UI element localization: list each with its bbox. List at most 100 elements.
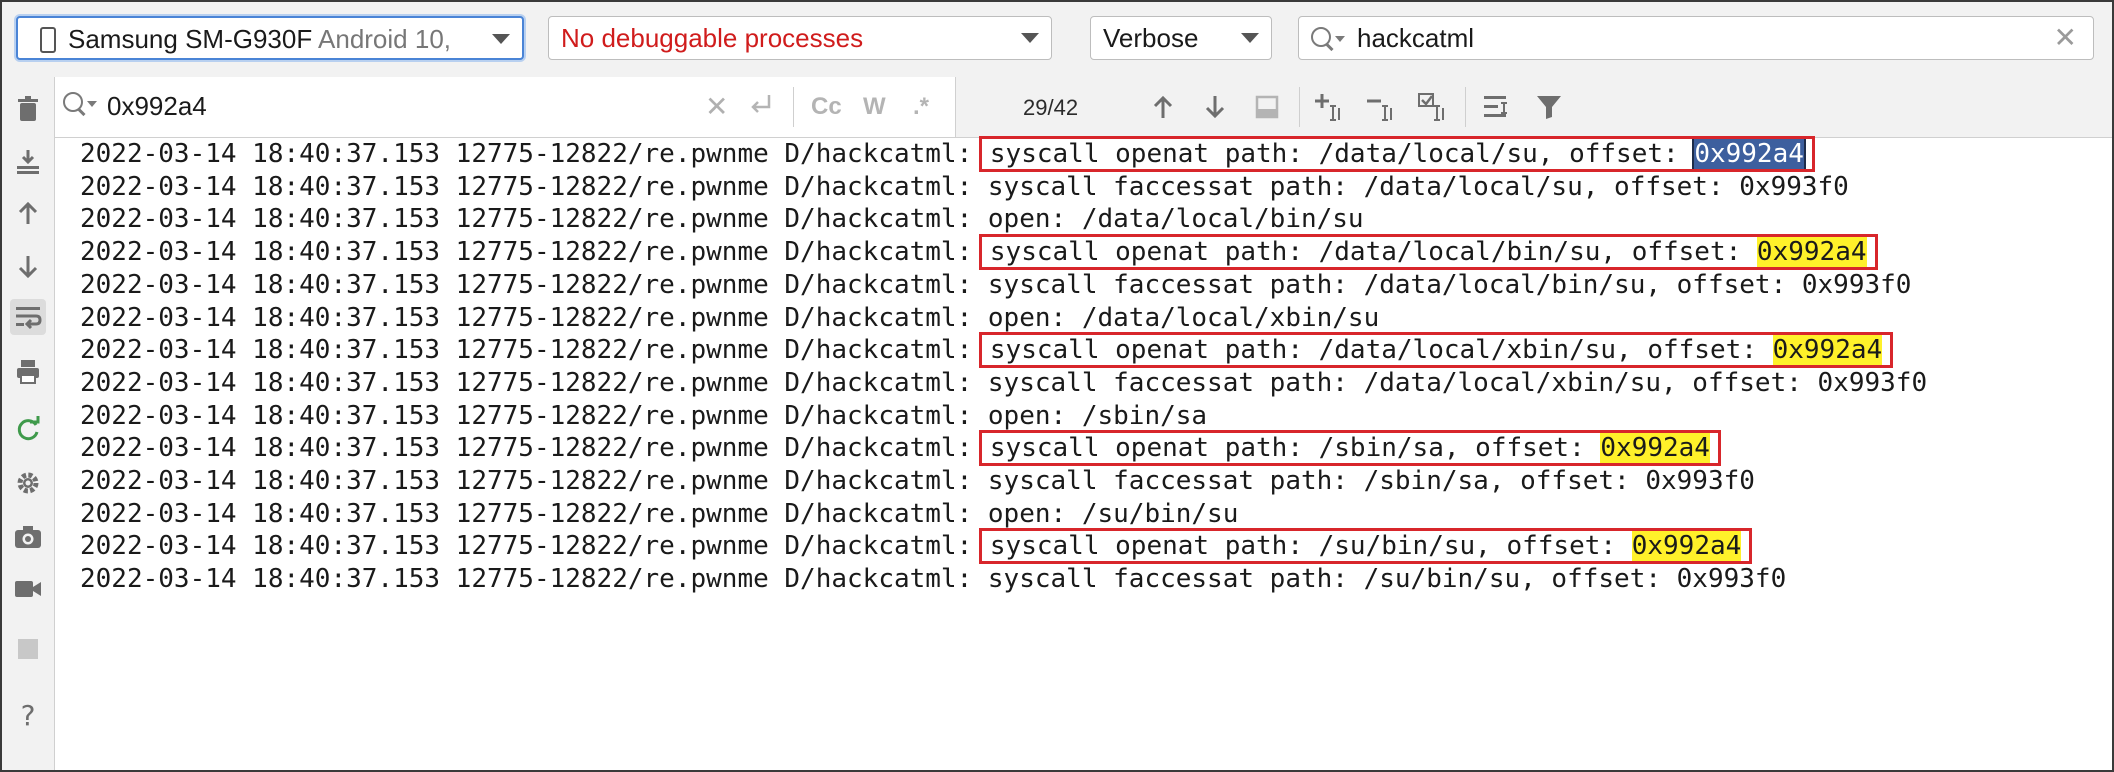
filter-icon[interactable]	[1533, 91, 1565, 123]
log-prefix: 2022-03-14 18:40:37.153 12775-12822/re.p…	[80, 466, 973, 496]
process-selector[interactable]: No debuggable processes	[548, 16, 1052, 60]
log-message-text: syscall faccessat path: /data/local/xbin…	[987, 367, 1928, 398]
log-prefix: 2022-03-14 18:40:37.153 12775-12822/re.p…	[80, 335, 973, 366]
filter-query: hackcatml	[1357, 23, 1475, 53]
log-message-text: syscall faccessat path: /sbin/sa, offset…	[987, 466, 1755, 496]
log-message-text: open: /data/local/xbin/su	[987, 302, 1380, 333]
log-prefix: 2022-03-14 18:40:37.153 12775-12822/re.p…	[80, 204, 973, 235]
log-message-text: syscall openat path: /sbin/sa, offset:	[989, 433, 1601, 464]
up-arrow-icon[interactable]	[10, 195, 46, 231]
log-prefix: 2022-03-14 18:40:37.153 12775-12822/re.p…	[80, 498, 973, 529]
next-occurrence-icon[interactable]	[1199, 91, 1231, 123]
search-match: 0x992a4	[1756, 237, 1867, 268]
log-message: open: /data/local/xbin/su	[988, 303, 1379, 333]
log-row[interactable]: 2022-03-14 18:40:37.153 12775-12822/re.p…	[80, 524, 1753, 568]
log-message-text: open: /su/bin/su	[987, 498, 1239, 529]
log-prefix: 2022-03-14 18:40:37.153 12775-12822/re.p…	[80, 564, 973, 595]
log-row[interactable]: 2022-03-14 18:40:37.153 12775-12822/re.p…	[80, 197, 1364, 241]
words-toggle[interactable]: W	[863, 93, 886, 120]
remove-selection-icon[interactable]	[1365, 91, 1397, 123]
log-prefix: 2022-03-14 18:40:37.153 12775-12822/re.p…	[80, 433, 973, 464]
annotated-log-message: syscall openat path: /data/local/bin/su,…	[978, 234, 1878, 271]
log-prefix: 2022-03-14 18:40:37.153 12775-12822/re.p…	[80, 269, 973, 300]
restart-icon[interactable]	[10, 411, 46, 447]
logcat-toolbar: Samsung SM-G930F Android 10, No debuggab…	[2, 2, 2112, 78]
select-all-check-icon[interactable]	[1417, 91, 1449, 123]
find-input[interactable]: 0x992a4 ✕ Cc W .*	[55, 77, 956, 137]
process-label: No debuggable processes	[561, 23, 864, 53]
log-row[interactable]: 2022-03-14 18:40:37.153 12775-12822/re.p…	[80, 296, 1379, 340]
search-icon	[1311, 27, 1331, 47]
match-count: 29/42	[1023, 95, 1079, 120]
log-message-text: open: /data/local/bin/su	[987, 204, 1364, 235]
log-row[interactable]: 2022-03-14 18:40:37.153 12775-12822/re.p…	[80, 263, 1911, 307]
clear-find-icon[interactable]: ✕	[705, 91, 729, 122]
device-name: Samsung SM-G930F	[68, 24, 313, 54]
log-message: open: /su/bin/su	[988, 499, 1238, 529]
annotated-log-message: syscall openat path: /data/local/xbin/su…	[978, 332, 1894, 369]
help-icon[interactable]: ?	[20, 698, 36, 732]
log-row[interactable]: 2022-03-14 18:40:37.153 12775-12822/re.p…	[80, 132, 1815, 176]
chevron-down-icon	[1021, 33, 1039, 43]
log-row[interactable]: 2022-03-14 18:40:37.153 12775-12822/re.p…	[80, 361, 1927, 405]
log-prefix: 2022-03-14 18:40:37.153 12775-12822/re.p…	[80, 139, 973, 169]
annotated-log-message: syscall openat path: /su/bin/su, offset:…	[978, 528, 1753, 565]
soft-wrap-icon[interactable]	[10, 299, 46, 335]
search-history-caret-icon[interactable]	[87, 101, 97, 107]
trash-icon[interactable]	[10, 91, 46, 127]
settings-icon[interactable]	[10, 465, 46, 501]
search-history-caret-icon[interactable]	[1335, 36, 1345, 42]
regex-toggle[interactable]: .*	[913, 93, 930, 120]
search-match: 0x992a4	[1600, 433, 1710, 464]
chevron-down-icon	[492, 34, 510, 44]
log-message-text: syscall faccessat path: /data/local/su, …	[987, 171, 1849, 202]
log-level-label: Verbose	[1103, 23, 1199, 53]
stop-icon[interactable]	[10, 631, 46, 667]
log-output[interactable]: 2022-03-14 18:40:37.153 12775-12822/re.p…	[55, 136, 2112, 770]
device-selector[interactable]: Samsung SM-G930F Android 10,	[16, 16, 524, 60]
screenshot-icon[interactable]	[10, 519, 46, 555]
annotated-log-message: syscall openat path: /sbin/sa, offset: 0…	[978, 430, 1721, 467]
log-message-text: syscall openat path: /data/local/xbin/su…	[989, 335, 1773, 366]
search-icon	[63, 92, 83, 112]
search-match: 0x992a4	[1772, 335, 1883, 366]
log-message: syscall faccessat path: /su/bin/su, offs…	[988, 564, 1786, 594]
log-row[interactable]: 2022-03-14 18:40:37.153 12775-12822/re.p…	[80, 459, 1755, 503]
log-message: syscall faccessat path: /data/local/bin/…	[988, 270, 1912, 300]
search-match: 0x992a4	[1631, 531, 1742, 562]
annotated-log-message: syscall openat path: /data/local/su, off…	[978, 136, 1815, 172]
log-row[interactable]: 2022-03-14 18:40:37.153 12775-12822/re.p…	[80, 394, 1207, 438]
log-message-text: open: /sbin/sa	[987, 400, 1208, 431]
find-query: 0x992a4	[107, 91, 207, 121]
select-all-occurrences-icon[interactable]	[1251, 91, 1283, 123]
print-icon[interactable]	[10, 353, 46, 389]
chevron-down-icon	[1241, 33, 1259, 43]
logcat-filter-input[interactable]: hackcatml ✕	[1298, 16, 2094, 60]
log-row[interactable]: 2022-03-14 18:40:37.153 12775-12822/re.p…	[80, 165, 1849, 209]
log-prefix: 2022-03-14 18:40:37.153 12775-12822/re.p…	[80, 302, 973, 333]
clear-filter-icon[interactable]: ✕	[2053, 22, 2077, 53]
scroll-to-end-icon[interactable]	[10, 143, 46, 179]
log-row[interactable]: 2022-03-14 18:40:37.153 12775-12822/re.p…	[80, 328, 1894, 372]
new-line-icon[interactable]	[747, 91, 773, 126]
log-row[interactable]: 2022-03-14 18:40:37.153 12775-12822/re.p…	[80, 230, 1878, 274]
log-row[interactable]: 2022-03-14 18:40:37.153 12775-12822/re.p…	[80, 426, 1721, 470]
down-arrow-icon[interactable]	[10, 249, 46, 285]
log-message-text: syscall openat path: /su/bin/su, offset:	[989, 531, 1632, 562]
logcat-side-toolbar: ?	[2, 77, 55, 770]
add-selection-icon[interactable]	[1313, 91, 1345, 123]
log-row[interactable]: 2022-03-14 18:40:37.153 12775-12822/re.p…	[80, 557, 1786, 601]
current-search-match: 0x992a4	[1692, 137, 1806, 171]
log-level-selector[interactable]: Verbose	[1090, 16, 1272, 60]
find-bar: 0x992a4 ✕ Cc W .* 29/42	[55, 77, 2112, 138]
log-message: syscall faccessat path: /data/local/su, …	[988, 172, 1849, 202]
previous-occurrence-icon[interactable]	[1147, 91, 1179, 123]
log-message-text: syscall faccessat path: /su/bin/su, offs…	[987, 564, 1787, 595]
filter-options-icon[interactable]	[1481, 91, 1513, 123]
phone-icon	[40, 27, 56, 53]
screen-record-icon[interactable]	[10, 571, 46, 607]
log-prefix: 2022-03-14 18:40:37.153 12775-12822/re.p…	[80, 531, 973, 562]
match-case-toggle[interactable]: Cc	[811, 93, 842, 120]
log-row[interactable]: 2022-03-14 18:40:37.153 12775-12822/re.p…	[80, 492, 1238, 536]
log-message-text: syscall openat path: /data/local/bin/su,…	[989, 237, 1757, 268]
